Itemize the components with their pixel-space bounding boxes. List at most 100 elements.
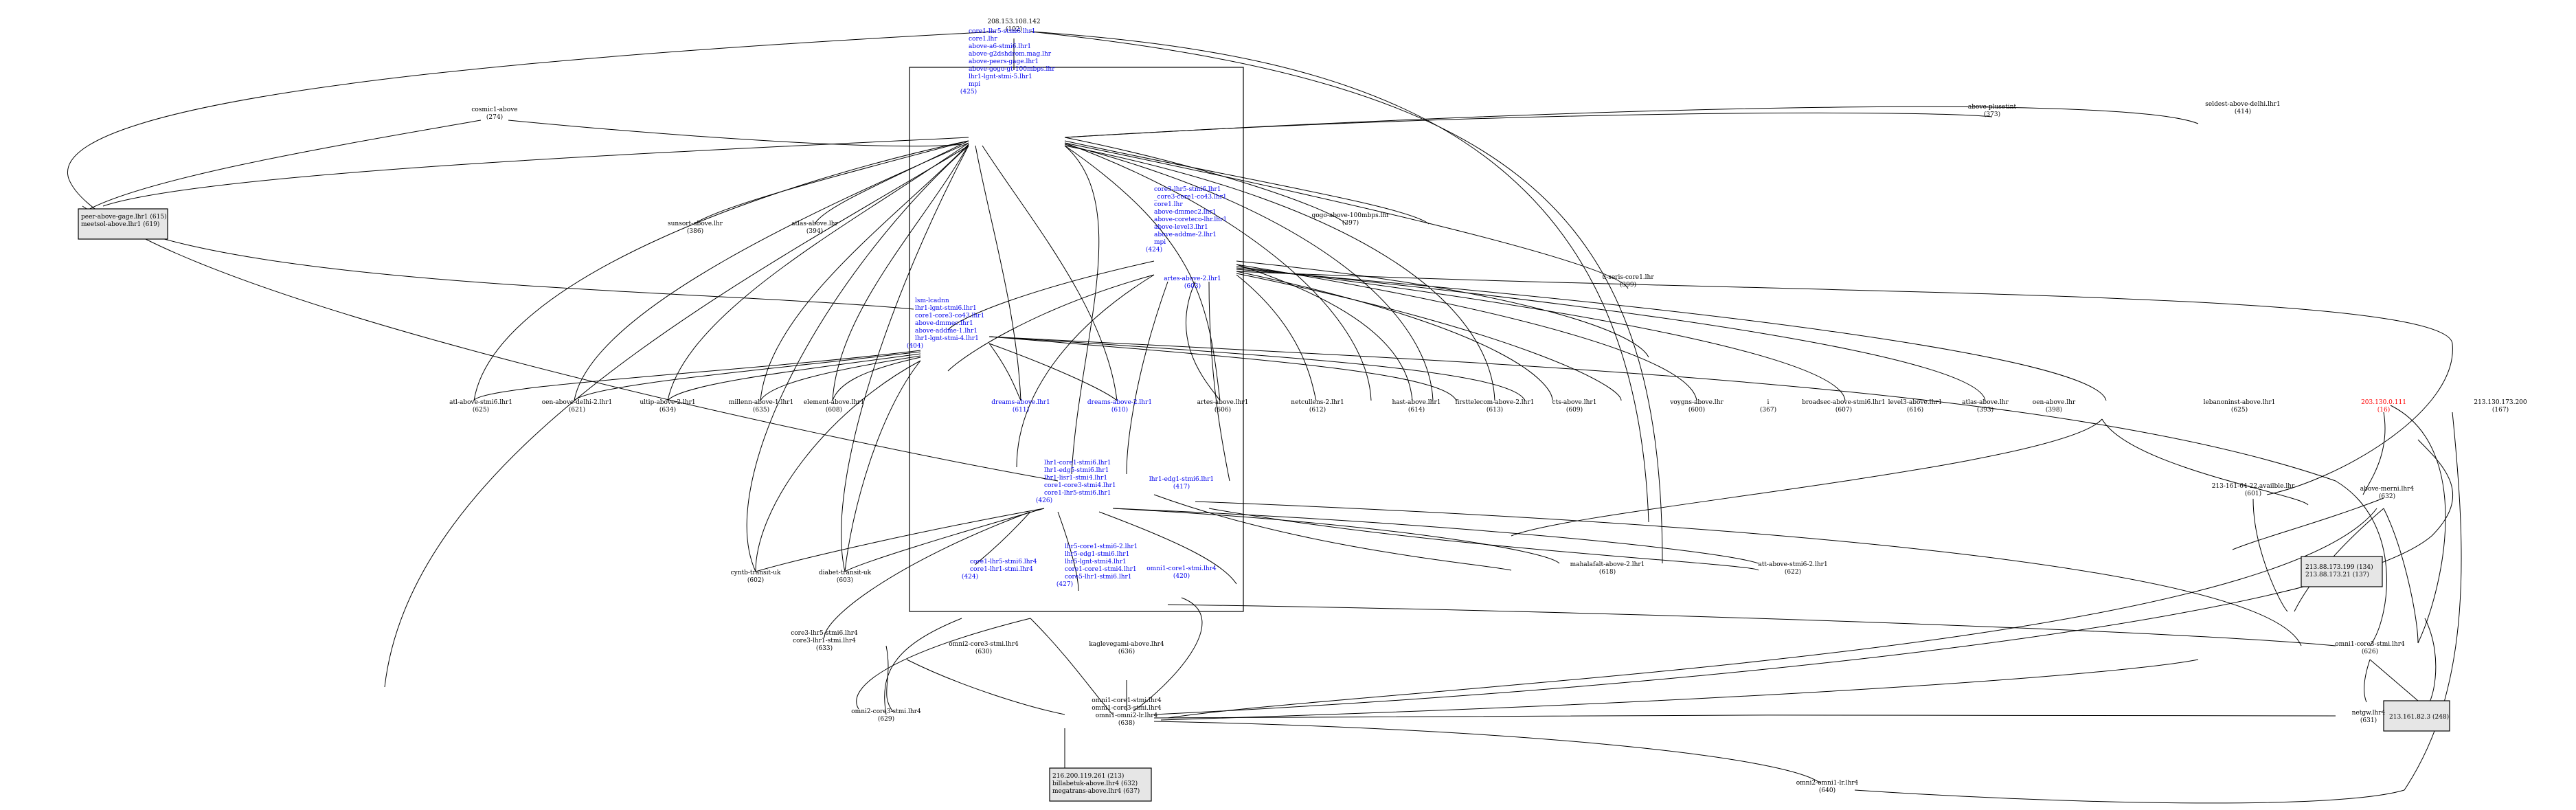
node-line: 213.88.173.199 (134) <box>2305 563 2373 571</box>
node-line: above-merni.lhr4 <box>2360 486 2415 493</box>
node-line: (394) <box>806 227 823 235</box>
node-label-n16: 203.130.0.111(16) <box>2361 399 2406 414</box>
node-label-n629: omni2-core3-stmi.lhr4(629) <box>851 708 921 723</box>
node-line: (638) <box>1118 719 1135 727</box>
node-label-n424: core3-lhr5-stmi6.lhr1_core3-core1-co43.l… <box>1146 186 1227 254</box>
edges <box>67 31 2462 804</box>
box-node-213-88 <box>2301 556 2383 587</box>
node-line: (399) <box>1620 281 1636 289</box>
node-line: (640) <box>1819 787 1835 794</box>
node-label-n603b: diabet-transit-uk(603) <box>819 570 872 584</box>
node-line: lhr1-edg5-stmi6.lhr1 <box>1044 467 1109 474</box>
node-line: lhr1-lgnt-stmi6.lhr1 <box>915 305 977 312</box>
node-label-n608: element-above.lhr1(608) <box>804 399 864 414</box>
node-line: (632) <box>2379 493 2395 500</box>
node-line: cyntb-transit-uk <box>731 570 781 576</box>
node-line: _core3-core1-co43.lhr1 <box>1154 194 1227 201</box>
node-line: (397) <box>1342 219 1359 227</box>
node-label-n398: oen-above.lhr(398) <box>2033 399 2076 414</box>
node-line: (608) <box>826 406 842 414</box>
nodes: 208.153.108.142(102)core1-lhr5-stmi6.lhr… <box>81 19 2527 795</box>
node-line: (609) <box>1566 406 1583 414</box>
node-label-n167: 213.130.173.200(167) <box>2474 399 2527 414</box>
node-line: (398) <box>2046 406 2062 414</box>
node-line: (625) <box>473 406 489 414</box>
node-line: mahalafalt-above-2.lhr1 <box>1570 561 1645 568</box>
node-label-box2: 213.88.173.199 (134)213.88.173.21 (137) <box>2305 563 2373 578</box>
node-line: above-addme-1.lhr1 <box>915 328 978 335</box>
node-line: u-seris-core1.lhr <box>1602 274 1654 281</box>
node-label-n386: sunsort-above.lhr(386) <box>668 221 723 235</box>
node-line: (414) <box>2235 108 2251 115</box>
node-line: lhr1-edg1-stmi6.lhr1 <box>1149 476 1214 483</box>
node-line: omni1-core3-stmi.lhr4 <box>1092 705 1162 712</box>
node-line: (420) <box>1173 572 1190 580</box>
node-line: element-above.lhr1 <box>804 399 864 406</box>
node-line: (167) <box>2492 406 2509 414</box>
node-line: broadsec-above-stmi6.lhr1 <box>1802 399 1886 406</box>
node-line: core1.lhr <box>1154 201 1183 208</box>
node-line: 208.153.108.142 <box>987 19 1040 25</box>
node-line: (629) <box>878 715 894 723</box>
node-line: (612) <box>1309 406 1326 414</box>
node-line: above-dmmec.lhr1 <box>915 320 973 327</box>
node-line: mpi <box>1154 239 1166 246</box>
node-line: lhr1-core1-stmi6.lhr1 <box>1044 460 1111 466</box>
box-node-peers <box>78 208 168 240</box>
node-line: (625) <box>2231 406 2248 414</box>
node-line: oen-above.lhr <box>2033 399 2076 406</box>
node-line: (631) <box>2360 717 2377 724</box>
node-line: (367) <box>1760 406 1776 414</box>
node-line: lhr1-lgnt-stmi-5.lhr1 <box>969 74 1032 80</box>
node-line: above-dmmec2.lhr1 <box>1154 209 1216 216</box>
node-line: core1-core3-stmi4.lhr1 <box>1044 482 1116 489</box>
node-line: (602) <box>747 576 764 584</box>
node-line: artes-above-2.lhr1 <box>1164 275 1221 282</box>
node-line: diabet-transit-uk <box>819 570 872 576</box>
node-line: voygns-above.lhr <box>1669 399 1724 406</box>
node-line: ultip-above-2.lhr1 <box>640 399 695 406</box>
node-line: (16) <box>2377 406 2390 414</box>
node-label-n613: firsttelecom-above-2.lhr1(613) <box>1455 399 1534 414</box>
node-line: dreams-above-2.lhr1 <box>1087 399 1152 406</box>
node-line: artes-above.lhr1 <box>1197 399 1249 406</box>
node-line: (626) <box>2362 648 2378 655</box>
node-label-n634: ultip-above-2.lhr1(634) <box>640 399 695 414</box>
node-line: (600) <box>1688 406 1705 414</box>
node-label-n626: omni1-core3-stmi.lhr4(626) <box>2335 641 2405 655</box>
node-line: firsttelecom-above-2.lhr1 <box>1455 399 1534 406</box>
node-line: core1-lhr1-stmi.lhr4 <box>970 566 1033 573</box>
node-line: lebanoninst-above.lhr1 <box>2204 399 2276 406</box>
node-line: (373) <box>1984 111 2000 118</box>
node-label-n611: dreams-above.lhr1(611) <box>991 399 1050 414</box>
node-label-n367: i(367) <box>1760 399 1776 414</box>
node-line: (404) <box>907 342 923 350</box>
node-line: 216.200.119.261 (213) <box>1052 772 1124 780</box>
node-line: level3-above.lhr1 <box>1888 399 1943 406</box>
node-line: core1-lhr5-stmi6.lhr1 <box>969 28 1036 35</box>
box-node-213-161 <box>2383 700 2450 732</box>
node-line: omni2-core3-stmi.lhr4 <box>949 641 1019 648</box>
node-label-n397: gogo-above-100mbps.lhr(397) <box>1311 212 1390 227</box>
node-line: billabetuk-above.lhr4 (632) <box>1052 780 1138 787</box>
node-line: cosmic1-above <box>471 106 517 113</box>
node-line: omni2-omni1-lr.lhr4 <box>1796 780 1859 787</box>
node-line: (603) <box>837 576 853 584</box>
node-label-n632: above-merni.lhr4(632) <box>2360 486 2415 500</box>
node-line: core1-lhr5-stmi6.lhr1 <box>1044 490 1111 497</box>
node-label-n394: atlas-above.lhr(394) <box>791 221 838 235</box>
node-line: above-plusetint <box>1968 104 2017 111</box>
node-line: above-a6-stmi6.lhr1 <box>969 43 1031 50</box>
node-label-n606: artes-above.lhr1(606) <box>1197 399 1249 414</box>
node-line: oen-above-delhi-2.lhr1 <box>542 399 613 406</box>
node-line: atlas-above.lhr <box>791 221 838 227</box>
node-line: omni1-core1-stmi.lhr4 <box>1146 565 1217 572</box>
node-label-n636: kaglevegami-above.lhr4(636) <box>1089 641 1164 655</box>
node-label-n414: seldest-above-delhi.lhr1(414) <box>2205 101 2280 115</box>
node-label-n609: cts-above.lhr1(609) <box>1552 399 1597 414</box>
box-node-216-200 <box>1049 767 1152 802</box>
